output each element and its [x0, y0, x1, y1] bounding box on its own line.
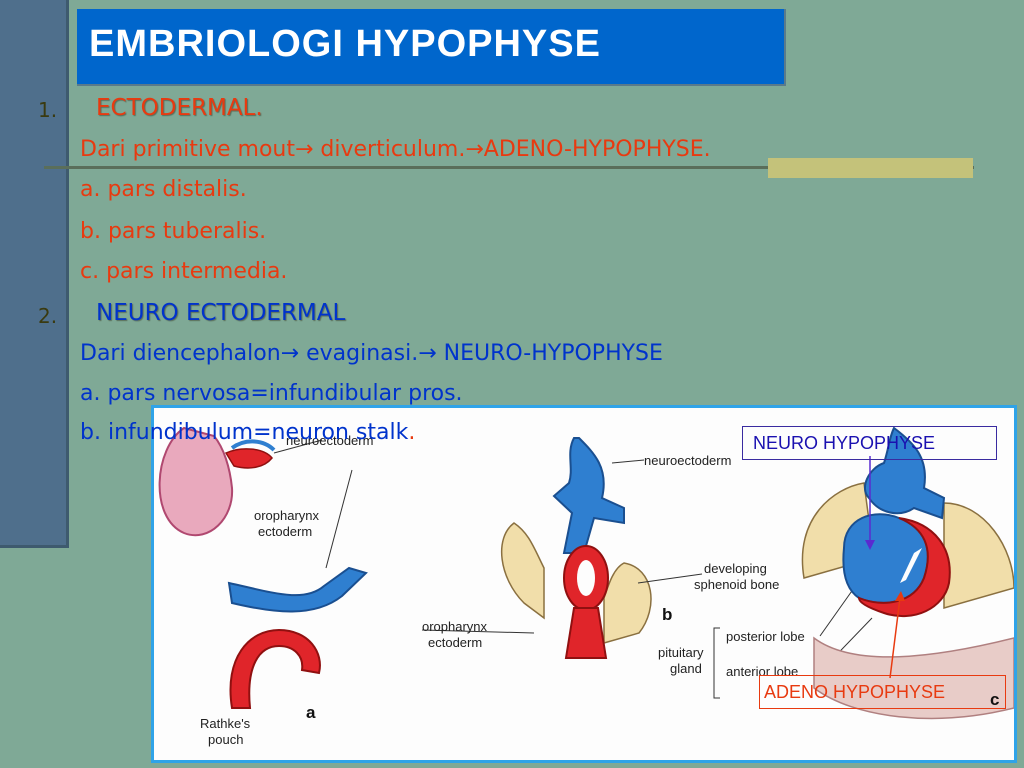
section-2-line-2: a. pars nervosa=infundibular pros. [80, 381, 463, 406]
label-rathke-2: pouch [208, 732, 243, 747]
label-oropharynx-a-1: oropharynx [254, 508, 320, 523]
label-oropharynx-a-2: ectoderm [258, 524, 312, 539]
embryo-head-drawing [158, 426, 276, 537]
section-1-line-2: a. pars distalis. [80, 177, 247, 202]
label-neuroectoderm-a: neuroectoderm [286, 433, 373, 448]
label-pituitary-1: pituitary [658, 645, 704, 660]
section-1-line-3: b. pars tuberalis. [80, 219, 267, 244]
section-1-line-4: c. pars intermedia. [80, 259, 288, 284]
label-developing-2: sphenoid bone [694, 577, 779, 592]
label-oropharynx-b-1: oropharynx [422, 619, 488, 634]
embryology-figure: neuroectoderm oropharynx ectoderm Rathke… [151, 405, 1017, 763]
label-oropharynx-b-2: ectoderm [428, 635, 482, 650]
neurohypophysis-stalk [864, 426, 946, 520]
left-sidebar-bar [0, 0, 69, 548]
section-2-line-3: b. infundibulum=neuron stalk. [80, 420, 415, 445]
label-posterior-lobe: posterior lobe [726, 629, 805, 644]
adeno-hypophyse-callout: ADENO HYPOPHYSE [759, 675, 1006, 709]
label-developing-1: developing [704, 561, 767, 576]
section-2-line-1: Dari diencephalon→ evaginasi.→ NEURO-HYP… [80, 341, 663, 366]
section-1-line-1: Dari primitive mout→ diverticulum.→ADENO… [80, 137, 711, 162]
accent-block [768, 158, 973, 178]
pharynx-tissue-c [813, 636, 1014, 720]
neuroectoderm-b-shape [552, 437, 625, 554]
label-panel-c: c [990, 690, 999, 709]
adeno-hypophyse-label: ADENO HYPOPHYSE [764, 682, 946, 702]
rathke-pouch-shape [229, 628, 321, 709]
slide-title: EMBRIOLOGI HYPOPHYSE [89, 23, 601, 65]
section-1-heading: ECTODERMAL. [96, 95, 263, 121]
neuro-hypophyse-label: NEURO HYPOPHYSE [753, 433, 936, 453]
section-2-line-3-dot: . [408, 420, 416, 445]
label-panel-a: a [306, 703, 316, 722]
section-2-heading: NEURO ECTODERMAL [96, 300, 346, 326]
sphenoid-bone-b-right [603, 562, 652, 644]
title-banner: EMBRIOLOGI HYPOPHYSE [77, 9, 786, 86]
label-pituitary-2: gland [670, 661, 702, 676]
label-panel-b: b [662, 605, 672, 624]
label-neuroectoderm-b: neuroectoderm [644, 453, 731, 468]
section-2-number: 2. [38, 304, 58, 328]
sphenoid-bone-b-left [501, 522, 545, 620]
adeno-arrow-icon [895, 591, 905, 601]
label-rathke-1: Rathke's [200, 716, 251, 731]
section-2-line-3-text: b. infundibulum=neuron stalk [80, 420, 409, 445]
neuro-arrow-icon [865, 540, 875, 550]
figure-drawing: neuroectoderm oropharynx ectoderm Rathke… [158, 426, 1014, 747]
neuroectoderm-a-shape [227, 566, 368, 613]
neuro-hypophyse-callout: NEURO HYPOPHYSE [742, 426, 997, 460]
divider-line [44, 166, 974, 169]
anterior-lobe-shape [857, 517, 951, 618]
sphenoid-bone-c-right [943, 502, 1014, 609]
section-1-number: 1. [38, 98, 58, 122]
